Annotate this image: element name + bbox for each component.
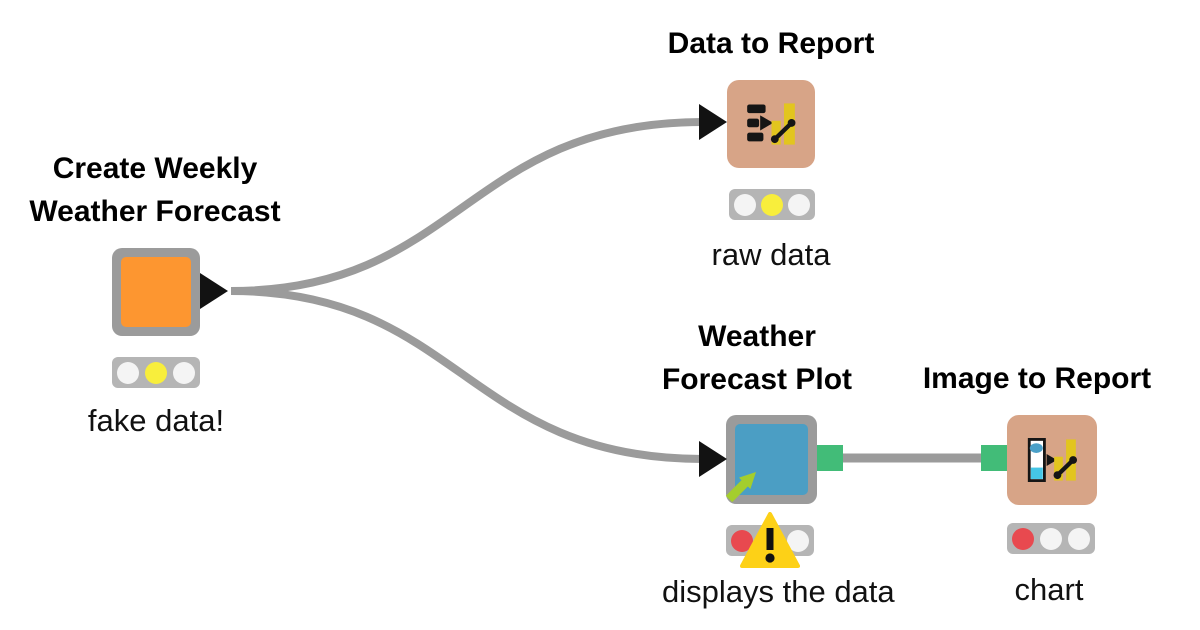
- status-traffic-light: [729, 189, 815, 220]
- lamp-green-off: [787, 529, 809, 552]
- input-port-image-icon[interactable]: [981, 445, 1007, 471]
- node-annotation: fake data!: [87, 403, 225, 438]
- node-title-data-to-report: Data to Report: [667, 27, 875, 60]
- lamp-red-off: [117, 361, 139, 384]
- node-image-to-report[interactable]: [1007, 415, 1097, 505]
- input-port-triangle-icon[interactable]: [699, 104, 727, 140]
- input-port-triangle-icon[interactable]: [699, 441, 727, 477]
- output-port-image-icon[interactable]: [817, 445, 843, 471]
- status-traffic-light: [1007, 523, 1095, 554]
- connection-source-to-data-to-report[interactable]: [230, 118, 704, 295]
- node-body-orange: [121, 257, 191, 327]
- node-title-weather-forecast-plot: Weather Forecast Plot: [661, 320, 853, 396]
- lamp-green-off: [173, 361, 195, 384]
- status-traffic-light: [112, 357, 200, 388]
- node-title-image-to-report: Image to Report: [922, 362, 1152, 395]
- connection-source-to-weather-forecast-plot[interactable]: [230, 287, 704, 463]
- warning-icon: [740, 512, 800, 568]
- lamp-red-on: [1012, 527, 1034, 550]
- lamp-yellow-on: [761, 193, 783, 216]
- node-annotation: chart: [1014, 572, 1084, 607]
- lamp-green-off: [1068, 527, 1090, 550]
- lamp-red-off: [734, 193, 756, 216]
- lamp-green-off: [788, 193, 810, 216]
- node-data-to-report[interactable]: [727, 80, 815, 168]
- node-create-weekly-weather-forecast[interactable]: [112, 248, 200, 336]
- node-title-create-weekly-weather-forecast: Create Weekly Weather Forecast: [29, 152, 281, 228]
- node-annotation: displays the data: [662, 574, 895, 609]
- output-port-triangle-icon[interactable]: [200, 273, 228, 309]
- lamp-yellow-off: [1040, 527, 1062, 550]
- node-annotation: raw data: [711, 237, 831, 272]
- lamp-yellow-on: [145, 361, 167, 384]
- lamp-red-on: [731, 529, 753, 552]
- component-link-arrow-icon: [725, 472, 756, 503]
- image-to-report-icon: [1027, 438, 1078, 482]
- table-to-report-icon: [747, 103, 796, 145]
